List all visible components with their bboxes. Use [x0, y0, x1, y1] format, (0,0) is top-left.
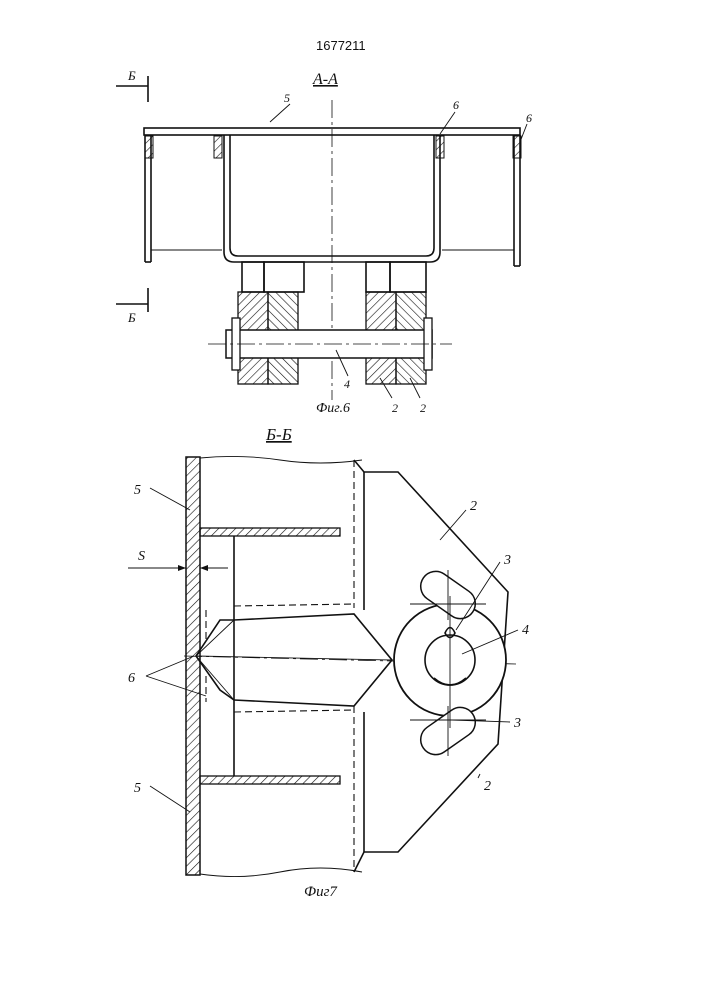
cut-mark-top-label: Б [127, 68, 136, 83]
lug [242, 262, 264, 292]
rib-stub [214, 136, 222, 158]
plate-5-section [186, 457, 200, 875]
cut-mark-bottom-label: Б [127, 310, 136, 325]
flange-top [200, 528, 340, 536]
fig6-label-axle: 4 [344, 377, 350, 391]
flange-bottom [200, 776, 340, 784]
cut-mark-bottom: Б [116, 288, 148, 325]
cut-mark-top: Б [116, 68, 148, 102]
fig7-label-ribs: 6 [128, 671, 135, 686]
rib-stub [513, 136, 521, 158]
fig7-label-block-top: 2 [470, 499, 477, 514]
fig6-label-rib-right: 6 [526, 111, 532, 125]
fig6-label-block-a: 2 [392, 401, 398, 415]
lug [366, 262, 390, 292]
patent-number: 1677211 [316, 38, 366, 53]
fig7-label-slot-bottom: 3 [513, 716, 521, 731]
fig7-label-block-bottom: 2 [484, 779, 491, 794]
fig6-label-block-b: 2 [420, 401, 426, 415]
fig7-label-gap: S [138, 549, 145, 564]
rib-stub [145, 136, 153, 158]
fig7-label-slot-top: 3 [503, 553, 511, 568]
figure-7: Б-Б [128, 425, 529, 900]
fig7-caption: Фиг7 [304, 884, 338, 900]
wedge [234, 614, 392, 706]
fig7-section-title: Б-Б [265, 425, 292, 444]
tip [196, 620, 234, 700]
fig6-label-plate: 5 [284, 91, 290, 105]
fig7-label-axle: 4 [522, 623, 529, 638]
figure-6: А-А Б Б [116, 68, 532, 416]
fig6-section-title: А-А [312, 71, 338, 88]
fig7-label-plate-top: 5 [134, 483, 141, 498]
fig6-label-rib-left: 6 [453, 98, 459, 112]
fig6-caption: Фиг.6 [316, 401, 350, 416]
fig7-label-plate-bottom: 5 [134, 781, 141, 796]
